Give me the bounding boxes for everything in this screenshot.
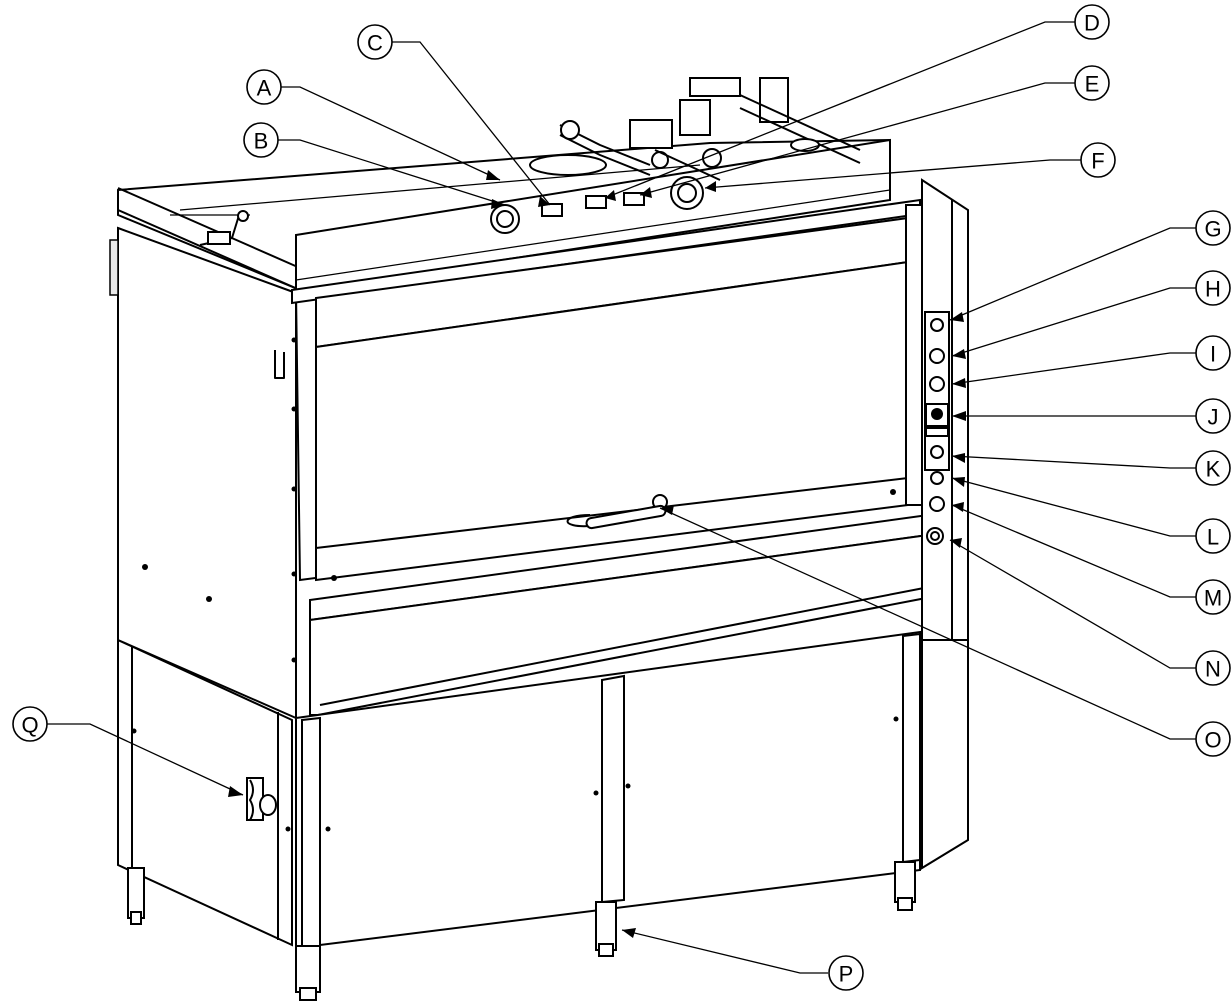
callout-label-M: M — [1204, 586, 1222, 611]
callout-label-K: K — [1206, 457, 1221, 482]
lower-doors — [295, 630, 921, 950]
callout-G: G — [1195, 210, 1231, 246]
callout-label-P: P — [839, 962, 854, 987]
callout-label-L: L — [1207, 525, 1219, 550]
feet — [127, 861, 916, 1001]
callout-N: N — [1195, 650, 1231, 686]
callout-Q: Q — [12, 706, 48, 742]
callout-D: D — [1074, 4, 1110, 40]
callout-B: B — [243, 122, 279, 158]
top-back-plate — [295, 138, 891, 294]
callout-M: M — [1195, 579, 1231, 615]
callout-E: E — [1074, 65, 1110, 101]
side-valve — [246, 777, 277, 821]
callout-F: F — [1080, 142, 1116, 178]
callout-label-J: J — [1208, 405, 1219, 430]
callout-label-O: O — [1204, 728, 1221, 753]
right-housing — [921, 178, 969, 870]
callout-A: A — [246, 69, 282, 105]
callout-J: J — [1195, 398, 1231, 434]
arrowheads — [228, 170, 966, 938]
callout-label-E: E — [1085, 72, 1100, 97]
callout-O: O — [1195, 721, 1231, 757]
callout-label-Q: Q — [21, 713, 38, 738]
callout-I: I — [1195, 335, 1231, 371]
callout-label-C: C — [367, 31, 383, 56]
callout-label-F: F — [1091, 149, 1104, 174]
callout-label-I: I — [1210, 342, 1216, 367]
callout-label-G: G — [1204, 217, 1221, 242]
callout-label-B: B — [254, 129, 269, 154]
callout-label-D: D — [1084, 11, 1100, 36]
callout-C: C — [357, 24, 393, 60]
front-hood — [291, 198, 930, 718]
leader-lines — [46, 21, 1197, 974]
left-side-wall — [109, 226, 297, 720]
callout-H: H — [1195, 270, 1231, 306]
callout-L: L — [1195, 518, 1231, 554]
callout-K: K — [1195, 450, 1231, 486]
callout-label-H: H — [1205, 277, 1221, 302]
callout-label-N: N — [1205, 657, 1221, 682]
callout-label-A: A — [257, 76, 272, 101]
callout-P: P — [828, 955, 864, 991]
left-cabinet — [117, 638, 293, 947]
